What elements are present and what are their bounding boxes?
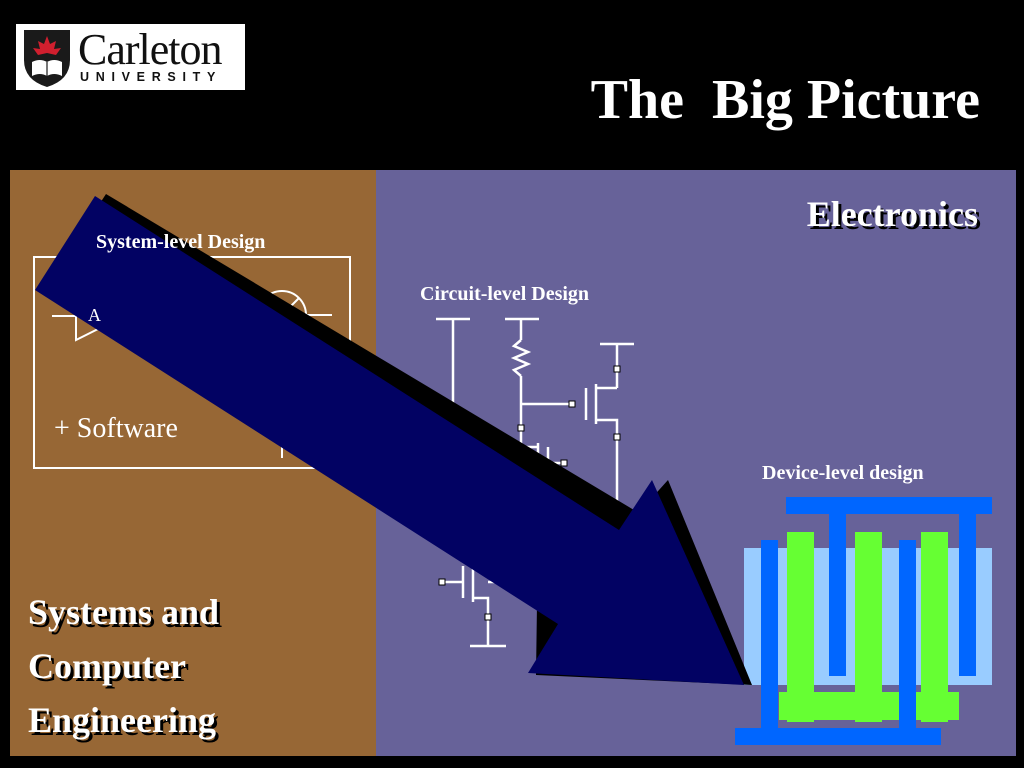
systems-heading: Systems and Computer Engineering [28, 592, 220, 740]
electronics-heading: Electronics [806, 194, 978, 234]
slide-title: The Big Picture [590, 69, 980, 131]
device-layout [735, 497, 992, 745]
amplifier-label: A [88, 305, 101, 325]
shield-icon [24, 30, 70, 87]
logo-wordmark: Carleton [78, 25, 223, 74]
flow-arrow [35, 196, 744, 685]
system-level-label: System-level Design [96, 231, 266, 253]
university-logo: Carleton UNIVERSITY [16, 24, 245, 90]
software-label: + Software [54, 413, 178, 444]
circuit-level-label: Circuit-level Design [420, 283, 590, 305]
logo-subtitle: UNIVERSITY [80, 70, 223, 84]
device-level-label: Device-level design [762, 462, 924, 484]
